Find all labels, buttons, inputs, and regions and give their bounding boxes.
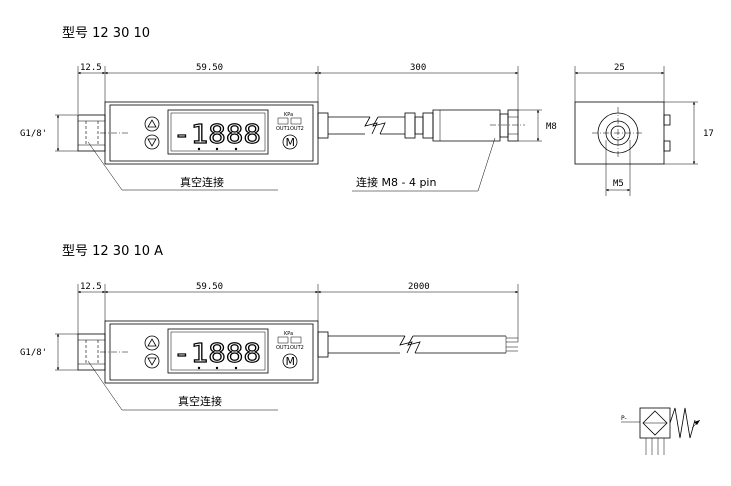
display-readout: -1888 [173, 120, 261, 150]
svg-text:2000: 2000 [408, 282, 430, 292]
svg-text:12.5: 12.5 [80, 282, 102, 292]
end-body [574, 101, 665, 165]
symbol-port-label: P- [621, 415, 627, 422]
dim-port-length: 12.5 [78, 63, 105, 75]
unit-label: KPa [284, 112, 293, 118]
mode-button: M [282, 134, 298, 150]
down-button-a [144, 353, 160, 369]
out1-label-a: OUT1 [276, 345, 290, 351]
svg-text:连接 M8 - 4 pin: 连接 M8 - 4 pin [356, 176, 436, 189]
svg-text:59.50: 59.50 [196, 282, 223, 292]
dim-cable-length-a: 2000 [318, 282, 518, 294]
model-1-title: 型号 12 30 10 [62, 26, 150, 41]
up-button [144, 116, 160, 132]
cable-segment [317, 112, 405, 139]
model-2-title: 型号 12 30 10 A [62, 244, 163, 259]
m8-connector [404, 109, 525, 142]
callout-vacuum-connection-a: 真空连接 [87, 360, 278, 411]
dim-end-width: 25 [614, 63, 625, 73]
sensor-body: -1888 KPa OUT1 OUT2 M [100, 101, 319, 165]
dim-end-height: 17 [703, 129, 714, 139]
dim-body-length-a: 59.50 [105, 282, 318, 294]
lcd-display: -1888 [167, 109, 269, 155]
end-view: 25 17 M5 [574, 63, 714, 196]
dim-port-length-a: 12.5 [78, 282, 105, 294]
out1-label: OUT1 [276, 126, 290, 132]
up-button-a [144, 335, 160, 351]
lcd-display-a: -1888 [167, 328, 269, 374]
port-fitting [77, 114, 106, 152]
dim-thread: G1/8' [20, 114, 78, 152]
model-12-30-10: 型号 12 30 10 12.5 59.50 300 G1/8' [20, 26, 557, 192]
dim-connector-thread: M8 [518, 109, 557, 142]
callout-vacuum-connection: 真空连接 [87, 141, 278, 191]
svg-text:M: M [286, 355, 296, 368]
sensor-body-a: -1888 KPa OUT1 OUT2 M [100, 320, 319, 384]
display-readout-a: -1888 [173, 339, 261, 369]
down-button [144, 134, 160, 150]
svg-text:59.50: 59.50 [196, 63, 223, 73]
svg-text:12.5: 12.5 [80, 63, 102, 73]
dim-end-port: M5 [613, 179, 624, 189]
pressure-switch-symbol: P- [621, 407, 701, 455]
cable-segment-a [317, 331, 518, 358]
dim-body-length: 59.50 [105, 63, 318, 75]
mode-button-a: M [282, 353, 298, 369]
unit-label-a: KPa [284, 331, 293, 337]
callout-connector: 连接 M8 - 4 pin [352, 137, 496, 192]
model-12-30-10-a: 型号 12 30 10 A 12.5 59.50 2000 G1/8' [20, 244, 519, 411]
svg-text:真空连接: 真空连接 [178, 394, 222, 408]
svg-text:G1/8': G1/8' [20, 348, 47, 358]
out2-label: OUT2 [290, 126, 304, 132]
svg-text:G1/8': G1/8' [20, 129, 47, 139]
svg-text:真空连接: 真空连接 [180, 175, 224, 189]
svg-text:300: 300 [410, 63, 426, 73]
out2-label-a: OUT2 [290, 345, 304, 351]
svg-text:M: M [286, 136, 296, 149]
svg-text:M8: M8 [546, 122, 557, 132]
dim-thread-a: G1/8' [20, 333, 78, 371]
dim-cable-length: 300 [318, 63, 518, 75]
